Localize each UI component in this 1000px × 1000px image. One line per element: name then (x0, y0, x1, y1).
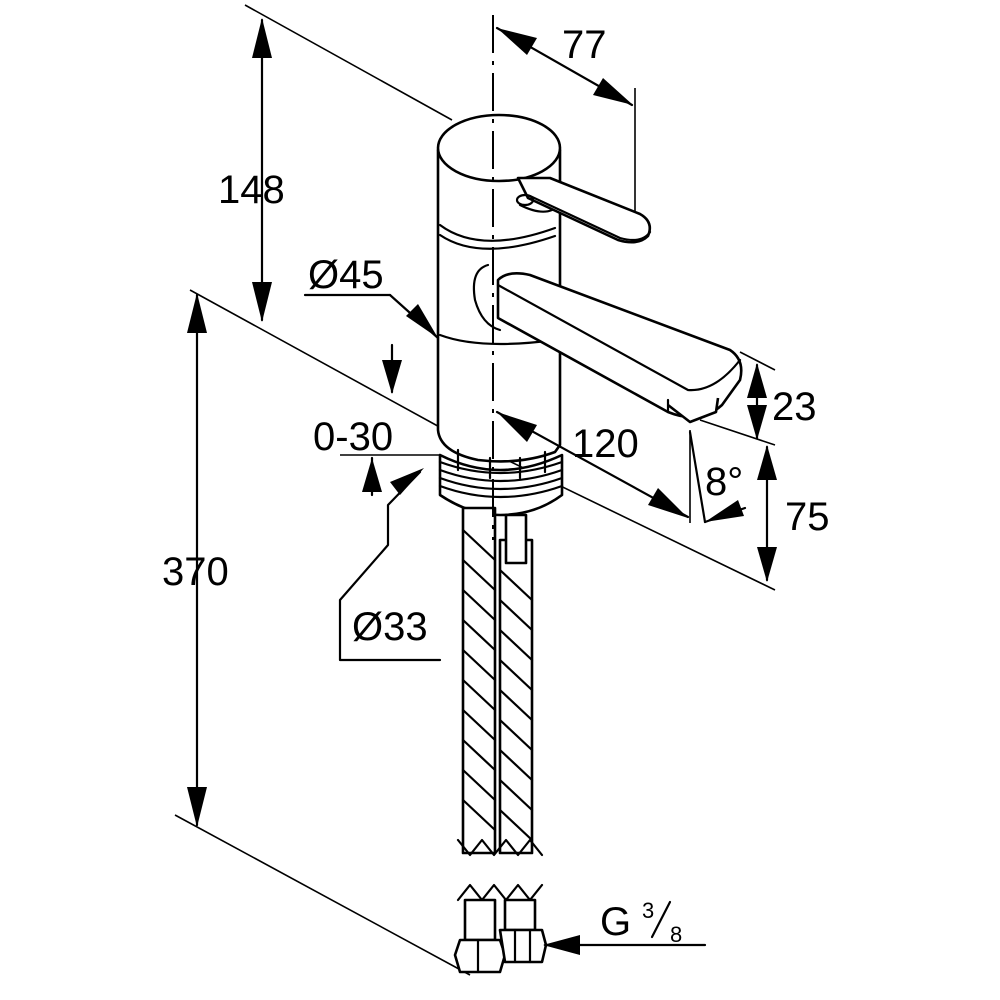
dim-33-leader (338, 468, 442, 662)
dim-label-33: Ø33 (352, 605, 428, 649)
dim-label-23: 23 (772, 385, 817, 429)
dim-label-77: 77 (562, 23, 607, 67)
dim-label-370: 370 (162, 550, 229, 594)
thread-prefix: G (600, 900, 631, 944)
dim-label-8-deg: 8° (705, 460, 743, 504)
lever-handle (515, 176, 652, 244)
supply-hoses (453, 506, 548, 974)
dim-0-30 (340, 343, 440, 497)
dim-label-148: 148 (218, 168, 285, 212)
dim-8-deg (688, 430, 747, 524)
dim-label-45: Ø45 (308, 253, 384, 297)
dim-370 (187, 293, 207, 827)
dim-label-75: 75 (785, 495, 830, 539)
dim-label-120: 120 (572, 422, 639, 466)
dim-148 (252, 18, 272, 322)
spout (496, 272, 743, 424)
thread-fraction-numerator: 3 (642, 898, 654, 923)
dim-77 (495, 26, 634, 107)
dim-75 (757, 445, 777, 582)
threaded-shank (438, 448, 564, 517)
dim-45-leader (303, 293, 440, 340)
dim-23 (747, 363, 767, 440)
thread-fraction-denominator: 8 (670, 922, 682, 947)
dim-120 (495, 410, 690, 519)
thread-fraction-slash (650, 900, 672, 939)
dim-label-0-30: 0-30 (313, 415, 393, 459)
dim-g38-leader (543, 935, 707, 955)
